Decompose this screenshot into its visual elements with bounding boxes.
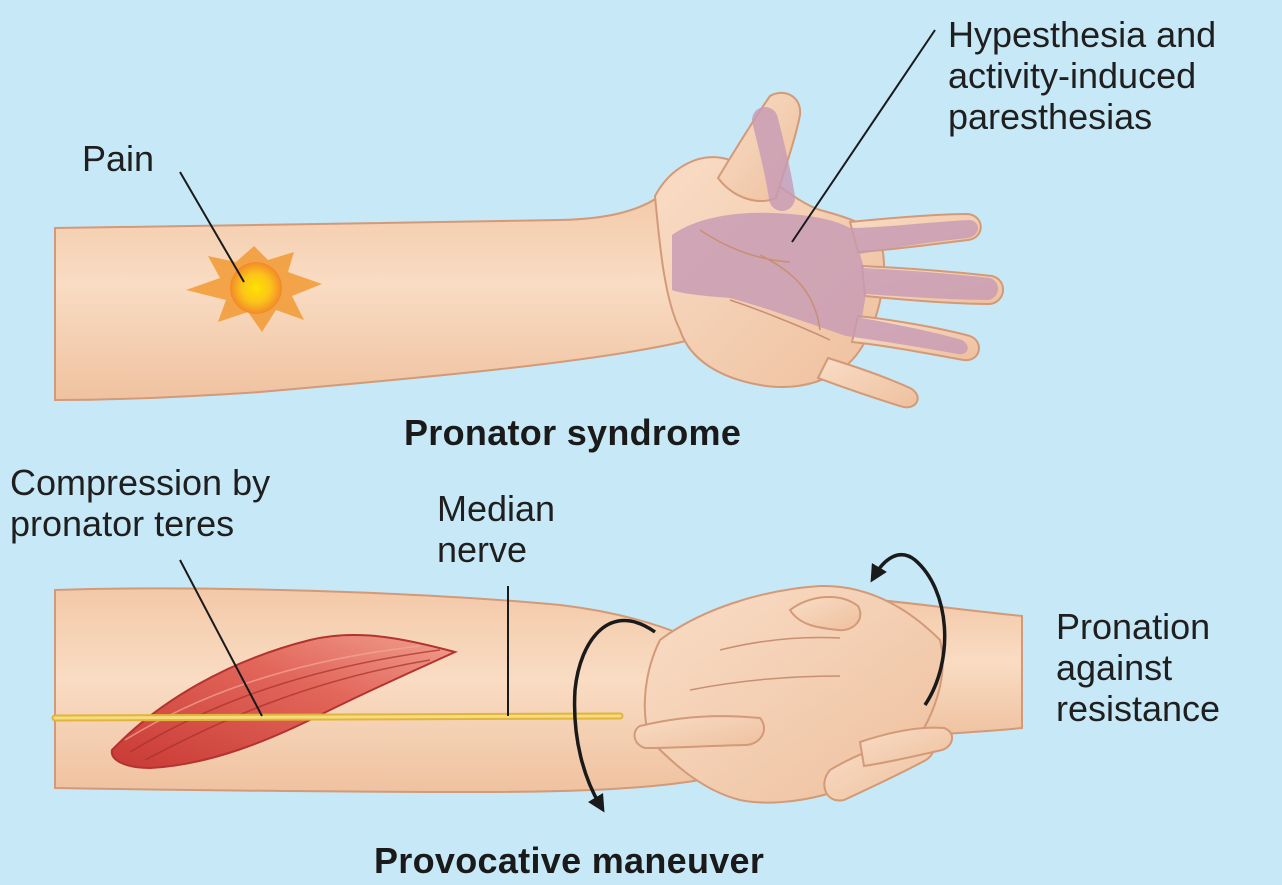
pronation-label: Pronation against resistance [1056, 606, 1220, 729]
panel-title-pronator-syndrome: Pronator syndrome [404, 412, 741, 454]
median-nerve-label: Median nerve [437, 488, 555, 570]
compression-label: Compression by pronator teres [10, 462, 270, 544]
top-forearm [55, 190, 718, 400]
pain-label: Pain [82, 138, 154, 179]
hypesthesia-leader-line [792, 30, 935, 242]
paresthesia-thumb [765, 120, 782, 198]
panel-title-provocative-maneuver: Provocative maneuver [374, 840, 764, 882]
hypesthesia-label: Hypesthesia and activity-induced paresth… [948, 14, 1216, 137]
handshake [635, 586, 953, 803]
top-hand [655, 93, 1003, 407]
